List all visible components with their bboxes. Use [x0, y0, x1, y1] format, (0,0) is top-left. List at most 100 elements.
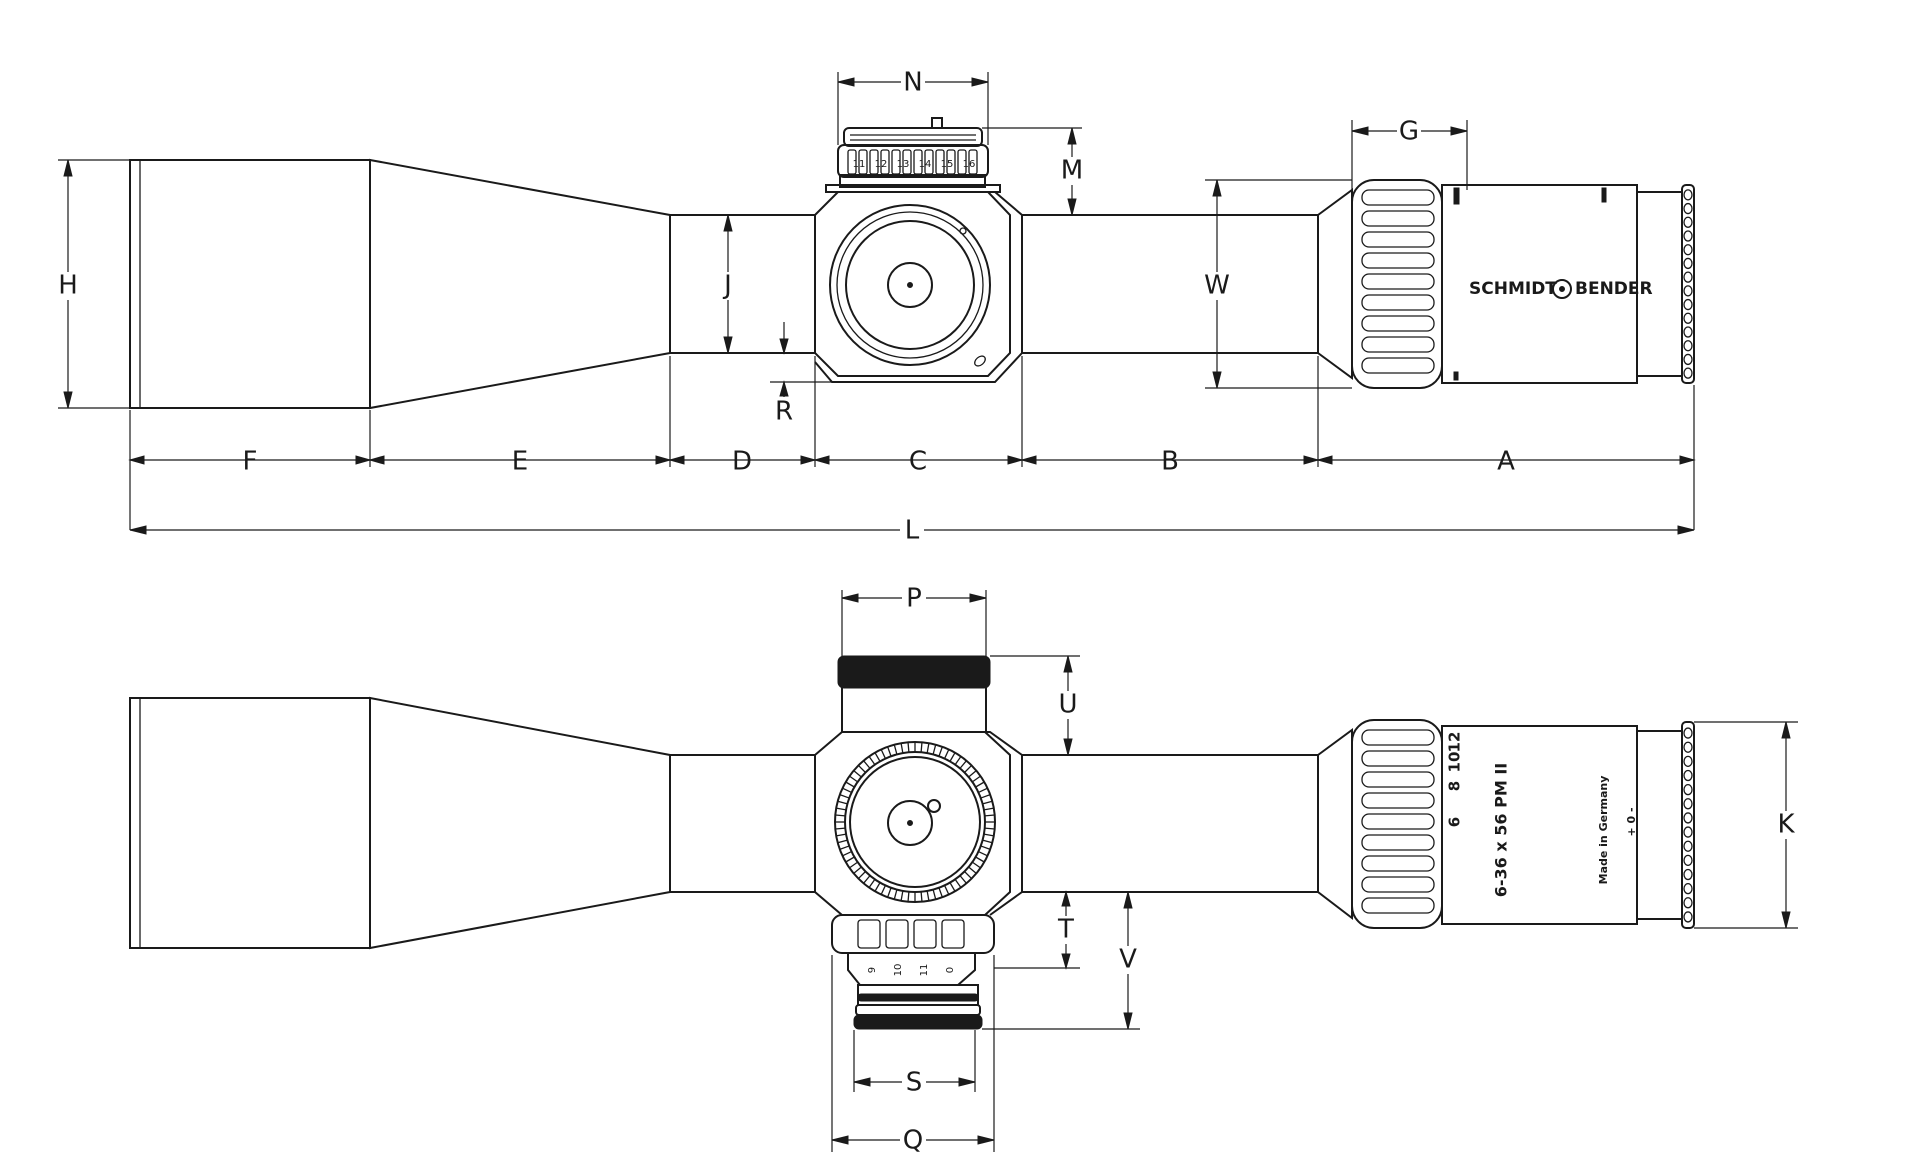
dial-slot — [935, 149, 945, 175]
knurl-tick — [926, 890, 930, 901]
knurl-tick — [853, 866, 862, 874]
knurl-tick — [857, 871, 866, 880]
elevation-dial-number: 12 — [875, 159, 888, 170]
grip-bump — [1683, 298, 1693, 311]
ring-rib — [1361, 876, 1435, 893]
ring-rib — [1361, 729, 1435, 746]
knurl-tick — [943, 885, 950, 895]
windage-turret — [837, 655, 991, 733]
dim-label-U: U — [1058, 690, 1077, 720]
dial-slot — [880, 149, 890, 175]
knurl-tick — [845, 856, 855, 863]
dim-label-F: F — [243, 447, 258, 477]
ring-rib — [1361, 315, 1435, 332]
ring-rib — [1361, 252, 1435, 269]
grip-bump — [1683, 755, 1693, 768]
turret-number: 9 — [867, 967, 878, 973]
knurl-tick — [984, 814, 995, 817]
knurl-tick — [943, 749, 950, 759]
knurl-tick — [887, 746, 892, 757]
dim-arrow — [1679, 455, 1696, 465]
knurl-tick — [926, 743, 930, 754]
knurl-tick — [907, 742, 910, 753]
knurl-tick — [845, 781, 855, 788]
magnification-ring — [1317, 179, 1443, 389]
magnification-ring-ribs-bottom — [1361, 729, 1435, 914]
knurl-tick — [980, 845, 991, 850]
ring-rib — [1361, 897, 1435, 914]
knurl-tick — [984, 827, 995, 830]
knurl-tick — [964, 871, 973, 880]
ring-rib — [1361, 336, 1435, 353]
grip-bump — [1683, 840, 1693, 852]
dim-arrow — [1303, 455, 1320, 465]
dial-slot — [891, 149, 901, 175]
ring-rib — [1361, 273, 1435, 290]
knurl-tick — [836, 833, 847, 837]
dial-slot — [968, 149, 978, 175]
dial-slot — [858, 149, 868, 175]
elevation-dial-number: 13 — [897, 159, 910, 170]
grip-bump — [1683, 727, 1693, 739]
objective-bell-bottom — [129, 696, 671, 950]
grip-bump — [1683, 882, 1693, 895]
grip-bump — [1683, 353, 1693, 366]
turret-window — [857, 919, 881, 949]
knurl-tick — [842, 850, 852, 857]
rear-tube-bottom — [1022, 754, 1318, 893]
dim-label-M: M — [1061, 156, 1083, 186]
grip-bump — [1683, 285, 1693, 297]
dim-arrow — [355, 455, 372, 465]
dial-slot — [957, 149, 967, 175]
knurl-tick — [835, 827, 846, 830]
magnification-tick: 8 — [1446, 781, 1464, 791]
ring-rib — [1361, 792, 1435, 809]
grip-bump — [1683, 798, 1693, 810]
knurl-tick — [971, 861, 981, 869]
ring-rib — [1361, 771, 1435, 788]
dim-arrow — [368, 455, 385, 465]
dim-arrow — [1020, 455, 1037, 465]
knurl-tick — [837, 839, 848, 844]
dial-slot — [847, 149, 857, 175]
dim-arrow — [800, 455, 817, 465]
knurl-tick — [887, 887, 892, 898]
knurl-tick — [853, 770, 862, 778]
dim-label-E: E — [512, 447, 528, 477]
knurl-tick — [949, 752, 956, 762]
ring-rib — [1361, 750, 1435, 767]
knurl-tick — [971, 775, 981, 783]
knurl-tick — [863, 760, 871, 769]
knurl-tick — [874, 752, 881, 762]
elevation-dial-number: 11 — [853, 159, 866, 170]
knurl-tick — [893, 889, 898, 900]
grip-bump — [1683, 868, 1693, 881]
dim-label-K: K — [1777, 810, 1795, 840]
saddle-bottom — [814, 731, 1023, 916]
turret-number: 11 — [919, 964, 930, 977]
side-focus-knurl — [835, 742, 995, 902]
grip-bump — [1683, 189, 1693, 201]
ring-rib — [1361, 189, 1435, 206]
dim-arrow — [1316, 455, 1333, 465]
dim-label-J: J — [722, 271, 732, 301]
knurl-tick — [954, 756, 962, 766]
knurl-tick — [842, 787, 852, 794]
knurl-tick — [835, 814, 846, 817]
top-view-dimensions: F E D C B A L H J R — [55, 68, 1696, 546]
diopter-text: + 0 - — [1625, 807, 1638, 836]
knurl-tick — [849, 861, 859, 869]
dim-arrow — [1007, 455, 1024, 465]
dim-arrow — [813, 455, 830, 465]
dim-arrow — [668, 455, 685, 465]
eyepiece-grip-bottom — [1683, 727, 1693, 923]
knurl-tick — [983, 807, 994, 811]
knurl-tick — [849, 775, 859, 783]
knurl-tick — [975, 856, 985, 863]
front-tube-bottom — [669, 754, 815, 893]
grip-bump — [1683, 367, 1693, 379]
